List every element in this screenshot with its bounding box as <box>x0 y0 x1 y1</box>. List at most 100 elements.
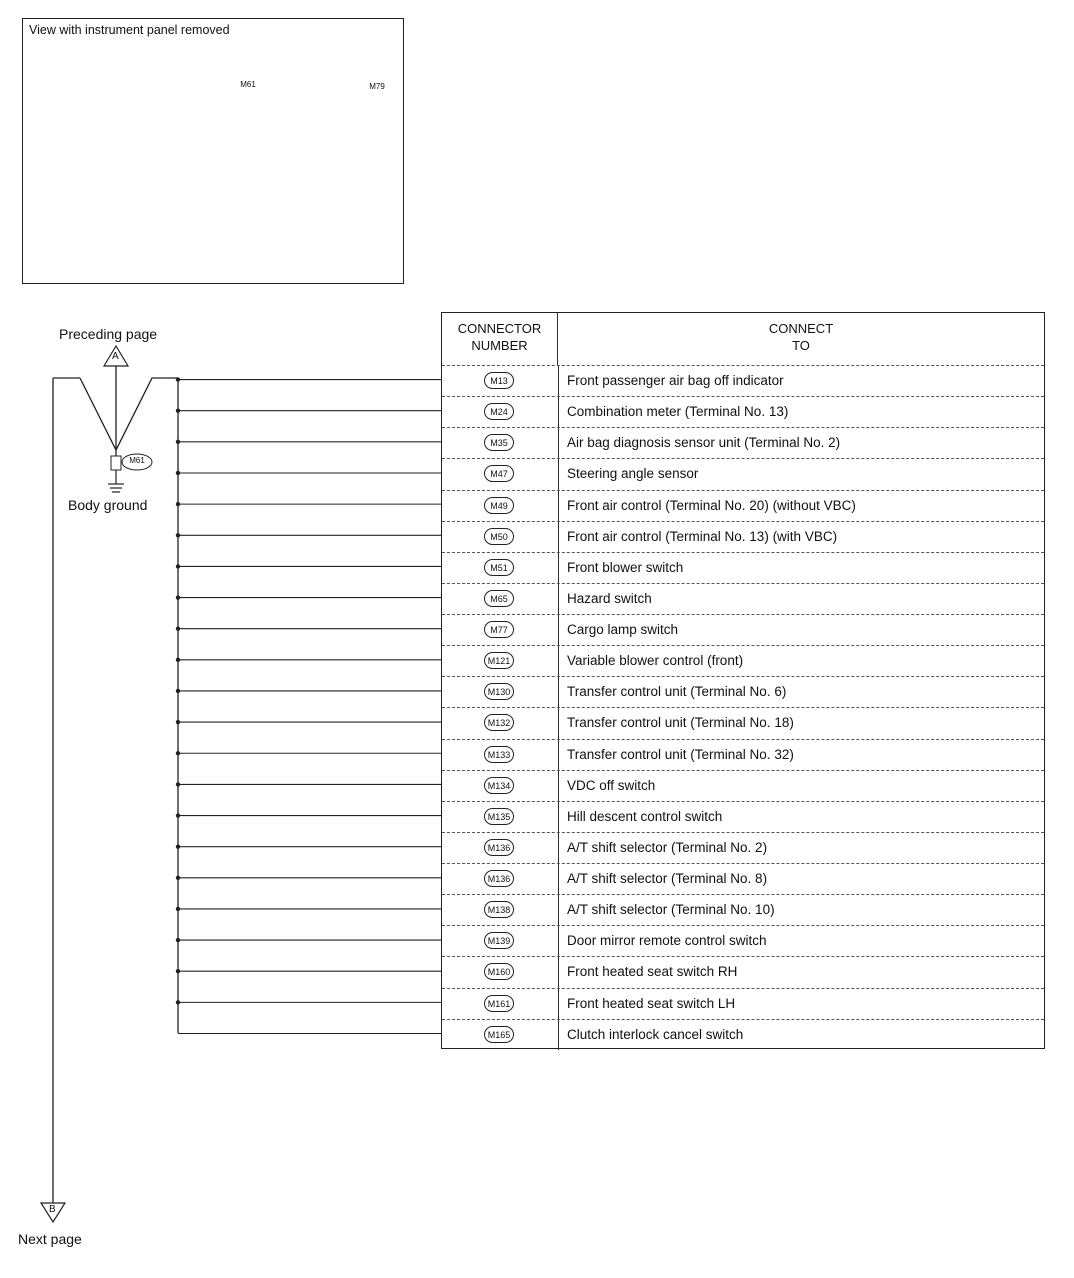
splice-dot <box>175 533 181 538</box>
column-separator <box>558 521 559 552</box>
connector-badge: M13 <box>484 372 514 389</box>
connect-to-text: A/T shift selector (Terminal No. 8) <box>567 871 768 886</box>
connector-badge: M35 <box>484 434 514 452</box>
splice-dot <box>175 377 181 382</box>
splice-dot <box>175 937 181 943</box>
column-separator <box>558 459 559 490</box>
column-separator <box>558 801 559 832</box>
connector-badge: M134 <box>484 776 514 794</box>
v-wire <box>79 377 178 452</box>
splice-dot <box>175 626 181 631</box>
connector-badge: M49 <box>484 496 514 514</box>
column-separator <box>558 988 559 1019</box>
splice-dot <box>175 782 181 787</box>
connect-to-text: Combination meter (Terminal No. 13) <box>567 404 789 420</box>
connect-to-text: Door mirror remote control switch <box>567 933 767 949</box>
connector-badge: M160 <box>484 963 514 981</box>
connect-to-text: Front air control (Terminal No. 13) (wit… <box>567 528 838 544</box>
column-separator <box>558 864 559 895</box>
column-separator <box>558 490 559 521</box>
connector-badge: M77 <box>484 621 514 638</box>
connector-badge: M138 <box>484 901 514 919</box>
table-row: M132 Transfer control unit (Terminal No. … <box>442 707 1044 739</box>
table-row: M13 Front passenger air bag off indicator <box>442 365 1044 397</box>
connect-to-text: Transfer control unit (Terminal No. 32) <box>567 746 794 762</box>
connect-to-text: Steering angle sensor <box>567 466 699 482</box>
connect-to-text: Front blower switch <box>567 559 684 575</box>
column-separator <box>558 615 559 646</box>
connector-badge: M136 <box>484 870 514 887</box>
connector-badge: M165 <box>484 1025 514 1043</box>
column-separator <box>558 739 559 770</box>
connector-a-triangle <box>102 344 130 367</box>
column-separator <box>558 428 559 459</box>
connect-to-text: Front heated seat switch LH <box>567 995 736 1011</box>
connector-badge: M50 <box>484 527 514 545</box>
connect-to-text: Hill descent control switch <box>567 808 723 824</box>
connect-to-text: Transfer control unit (Terminal No. 6) <box>567 684 787 700</box>
connector-badge: M161 <box>484 994 514 1012</box>
table-row: M35 Air bag diagnosis sensor unit (Termin… <box>442 427 1044 459</box>
connect-to-text: Variable blower control (front) <box>567 653 744 669</box>
table-row: M161 Front heated seat switch LH <box>442 987 1044 1019</box>
connect-to-text: A/T shift selector (Terminal No. 10) <box>567 902 775 918</box>
column-separator <box>558 583 559 614</box>
connector-b-triangle <box>39 1202 67 1224</box>
connector-badge: M65 <box>484 589 514 607</box>
connect-to-text: A/T shift selector (Terminal No. 2) <box>567 839 768 855</box>
connector-badge: M139 <box>484 932 514 950</box>
splice-dot <box>175 470 181 476</box>
splice-dot <box>175 844 181 849</box>
ground-connector-box <box>110 455 122 471</box>
table-row: M160 Front heated seat switch RH <box>442 956 1044 988</box>
connector-badge: M135 <box>484 807 514 825</box>
splice-dot <box>175 657 181 663</box>
table-row: M138 A/T shift selector (Terminal No. 10) <box>442 894 1044 926</box>
splice-dot <box>175 906 181 912</box>
connect-to-text: Air bag diagnosis sensor unit (Terminal … <box>567 435 841 451</box>
branch-wires <box>175 377 441 1035</box>
splice-dot <box>175 751 181 756</box>
connector-badge: M47 <box>484 465 514 483</box>
column-separator <box>558 926 559 957</box>
table-row: M47 Steering angle sensor <box>442 458 1044 490</box>
splice-dot <box>175 439 181 445</box>
splice-dot <box>175 719 181 725</box>
splice-dot <box>175 1000 181 1005</box>
table-row: M165 Clutch interlock cancel switch <box>442 1018 1044 1050</box>
column-separator <box>558 366 559 397</box>
splice-dot <box>175 969 181 974</box>
connect-to-text: Front heated seat switch RH <box>567 964 738 980</box>
column-separator <box>558 397 559 428</box>
table-row: M139 Door mirror remote control switch <box>442 925 1044 957</box>
ground-connector-label: M61 <box>129 456 145 465</box>
header-connect-to: CONNECT TO <box>558 313 1044 365</box>
header-connector-number: CONNECTOR NUMBER <box>442 313 558 365</box>
splice-dot <box>175 813 181 818</box>
table-row: M136 A/T shift selector (Terminal No. 8) <box>442 863 1044 895</box>
column-separator <box>558 677 559 708</box>
connector-a-label: A <box>112 351 119 362</box>
connect-to-text: VDC off switch <box>567 777 656 793</box>
header-to-text: CONNECT TO <box>768 321 834 353</box>
splice-dot <box>175 564 181 569</box>
next-page-label: Next page <box>18 1231 82 1247</box>
connect-to-text: Clutch interlock cancel switch <box>567 1026 744 1042</box>
illustration-title: View with instrument panel removed <box>29 23 230 37</box>
connector-b-label: B <box>49 1204 56 1215</box>
connect-to-text: Front passenger air bag off indicator <box>567 373 784 388</box>
column-separator <box>558 1019 559 1050</box>
connect-to-text: Transfer control unit (Terminal No. 18) <box>567 715 794 731</box>
connector-badge: M121 <box>484 652 514 670</box>
callout-m79-label: M79 <box>369 82 385 91</box>
connector-badge: M132 <box>484 714 514 732</box>
splice-dot <box>175 688 181 694</box>
splice-dot <box>175 595 181 600</box>
column-separator <box>558 895 559 926</box>
